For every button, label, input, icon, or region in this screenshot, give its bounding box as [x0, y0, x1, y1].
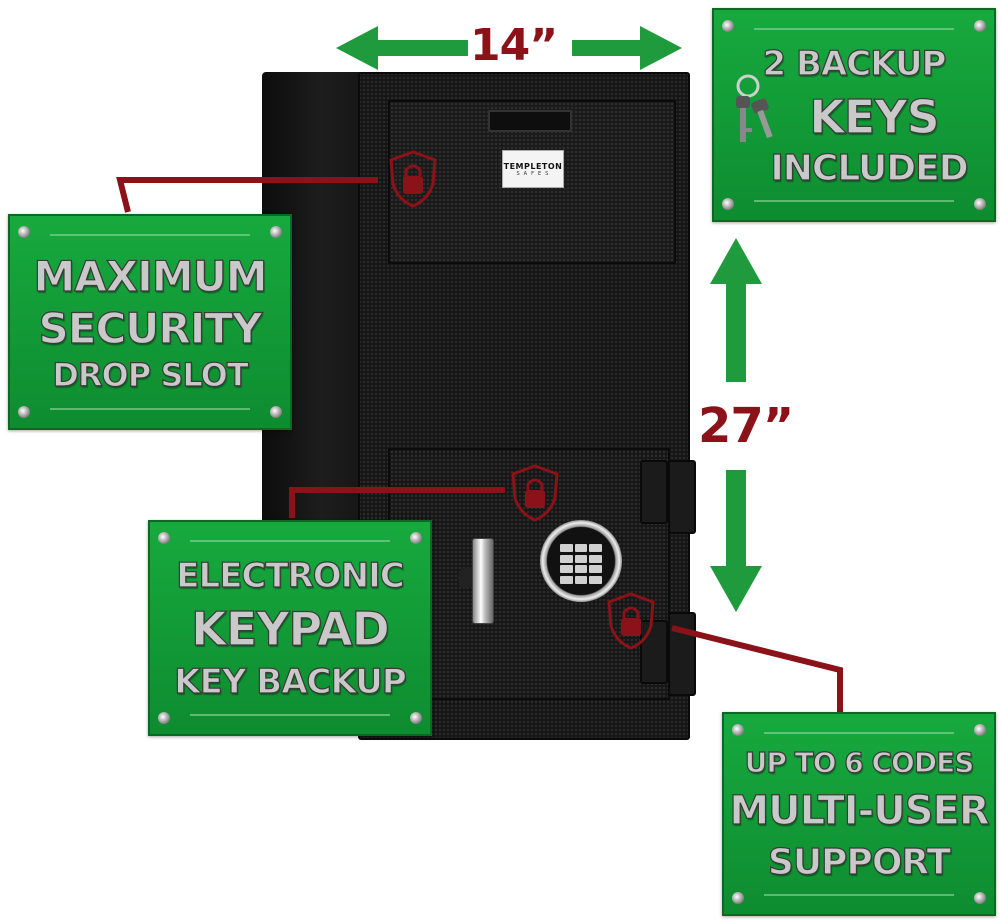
screw-icon [270, 226, 282, 238]
screw-icon [158, 712, 170, 724]
brand-plate: TEMPLETON S A F E S [502, 150, 564, 188]
screw-icon [722, 198, 734, 210]
screw-icon [410, 532, 422, 544]
sign-backup-keys: 2 BACKUP KEYS INCLUDED [712, 8, 996, 222]
screw-icon [732, 724, 744, 736]
screw-icon [974, 892, 986, 904]
screw-icon [974, 724, 986, 736]
height-label: 27” [698, 398, 794, 454]
shield-lock-icon [389, 150, 437, 208]
width-arrow-icon [336, 26, 682, 70]
hinge-top-outer [668, 460, 696, 534]
screw-icon [18, 406, 30, 418]
sign-drop-slot: MAXIMUM SECURITY DROP SLOT [8, 214, 292, 430]
screw-icon [158, 532, 170, 544]
callout-lines [116, 177, 843, 712]
keys-icon [736, 74, 773, 142]
hinge-top [640, 460, 668, 524]
screw-icon [270, 406, 282, 418]
screw-icon [410, 712, 422, 724]
sign-keypad: ELECTRONIC KEYPAD KEY BACKUP [148, 520, 432, 736]
width-label: 14” [470, 20, 558, 71]
sign-drop-slot-line1: MAXIMUM [33, 251, 268, 301]
screw-icon [732, 892, 744, 904]
sign-keypad-line2: KEYPAD [191, 601, 391, 656]
sign-drop-slot-line3: DROP SLOT [52, 355, 250, 394]
screw-icon [722, 20, 734, 32]
screw-icon [974, 198, 986, 210]
sign-backup-keys-line3: INCLUDED [770, 147, 969, 189]
shield-lock-icon [607, 592, 655, 650]
sign-codes-line1: UP TO 6 CODES [744, 745, 975, 779]
keypad-buttons[interactable] [560, 544, 602, 584]
brand-sub: S A F E S [516, 171, 550, 177]
hinge-bottom [640, 620, 668, 684]
sign-keypad-line3: KEY BACKUP [174, 661, 408, 702]
brand-name: TEMPLETON [503, 162, 563, 171]
sign-codes-line3: SUPPORT [767, 841, 951, 883]
drop-slot-handle [488, 110, 572, 132]
sign-codes: UP TO 6 CODES MULTI-USER SUPPORT [722, 712, 996, 916]
lever-hub [458, 567, 474, 589]
sign-keypad-line1: ELECTRONIC [176, 555, 406, 596]
sign-backup-keys-line1: 2 BACKUP [762, 43, 947, 84]
sign-drop-slot-line2: SECURITY [38, 303, 263, 353]
door-lever-handle[interactable] [472, 538, 494, 624]
screw-icon [18, 226, 30, 238]
screw-icon [974, 20, 986, 32]
height-arrow-icon [710, 238, 762, 612]
sign-codes-line2: MULTI-USER [729, 787, 991, 834]
sign-backup-keys-line2: KEYS [809, 89, 941, 144]
shield-lock-icon [511, 464, 559, 522]
